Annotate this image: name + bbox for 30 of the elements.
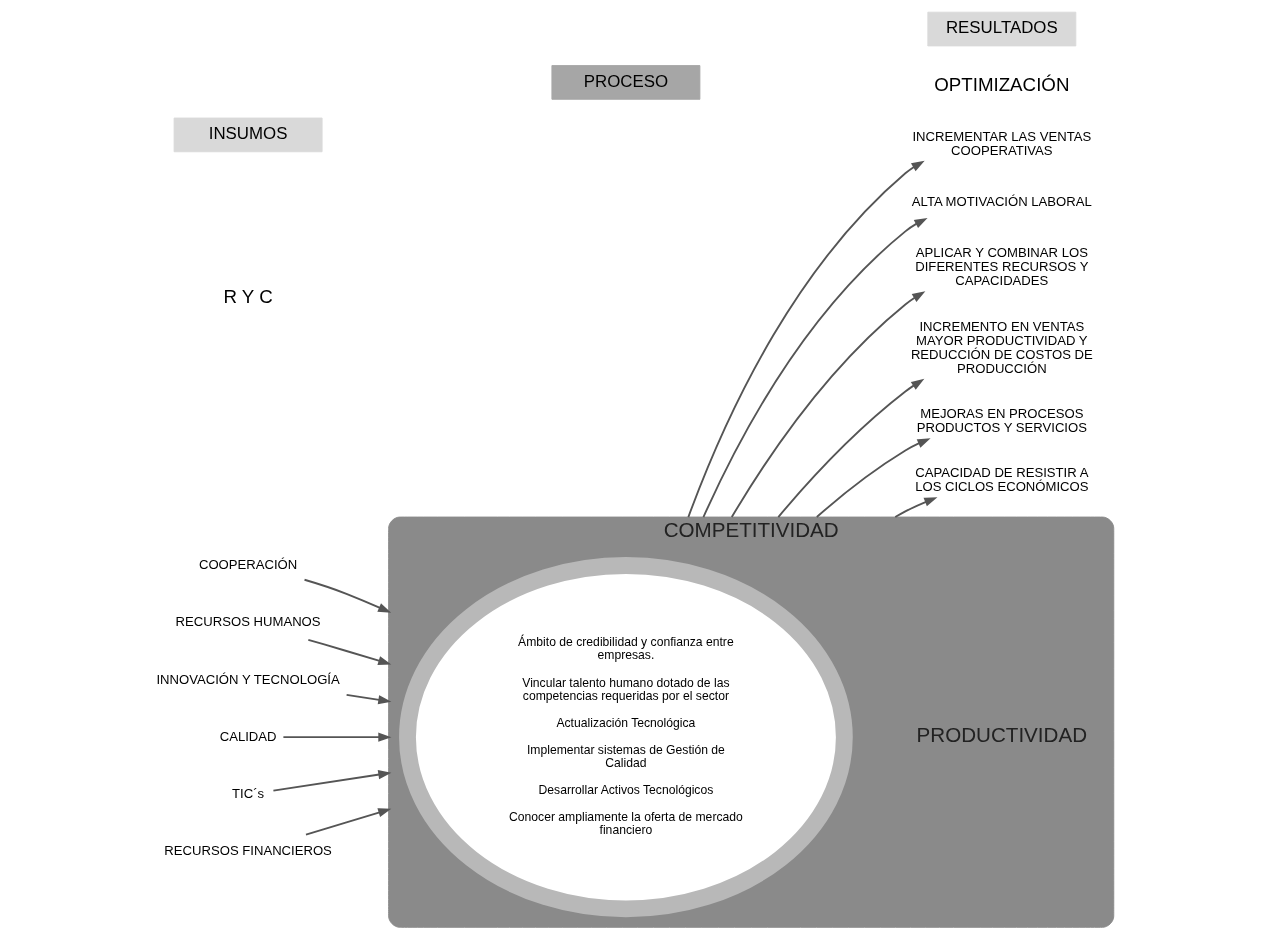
arrow (271, 770, 391, 792)
arrow (730, 291, 925, 518)
node-text: ALTA MOTIVACIÓN LABORAL (911, 193, 1092, 209)
arrow (776, 378, 924, 518)
node-text: MEJORAS EN PROCESOS PRODUCTOS Y SERVICIOS (916, 405, 1087, 436)
node-text: RECURSOS FINANCIEROS (163, 842, 332, 858)
node-text: CAPACIDAD DE RESISTIR A LOS CICLOS ECONÓMICOS (914, 464, 1089, 495)
arrow (304, 808, 391, 836)
arrow (306, 638, 391, 666)
node-text: INNOVACIÓN Y TECNOLOGÍA (155, 671, 340, 687)
node-text: CALIDAD (219, 728, 277, 744)
arrow (281, 732, 391, 742)
node-text: APLICAR Y COMBINAR LOS DIFERENTES RECURSOS Y CAPACIDADES (914, 245, 1088, 289)
arrow (815, 438, 931, 518)
node-box: INSUMOS (173, 117, 323, 153)
node-box: PROCESO (550, 65, 700, 100)
node-text: INCREMENTO EN VENTAS MAYOR PRODUCTIVIDAD Y REDUCCIÓN DE COSTOS DE PRODUCCIÓN (910, 318, 1093, 376)
node-text: RECURSOS HUMANOS (175, 614, 321, 630)
node-box: RESULTADOS (926, 11, 1076, 47)
arrow (686, 160, 925, 518)
label: R Y C (222, 285, 273, 307)
node-text: INCREMENTAR LAS VENTAS COOPERATIVAS (911, 128, 1091, 158)
arrow (893, 497, 937, 518)
arrow (345, 693, 391, 705)
arrow (303, 578, 391, 613)
arrow (702, 217, 928, 518)
node-text: TIC´s (231, 785, 264, 801)
label: OPTIMIZACIÓN (933, 73, 1069, 95)
node-text: COOPERACIÓN (198, 557, 297, 573)
node-ellipse: Ámbito de credibilidad y confianza entre empresas. Vincular talento humano dotado de las competencias requeridas por el sector Actualización Tecnológica Implementar sistemas de Gestión de Calidad Desarrollar Activos Tecnológicos Conocer ampliamente la oferta de mercado financiero (398, 557, 853, 918)
